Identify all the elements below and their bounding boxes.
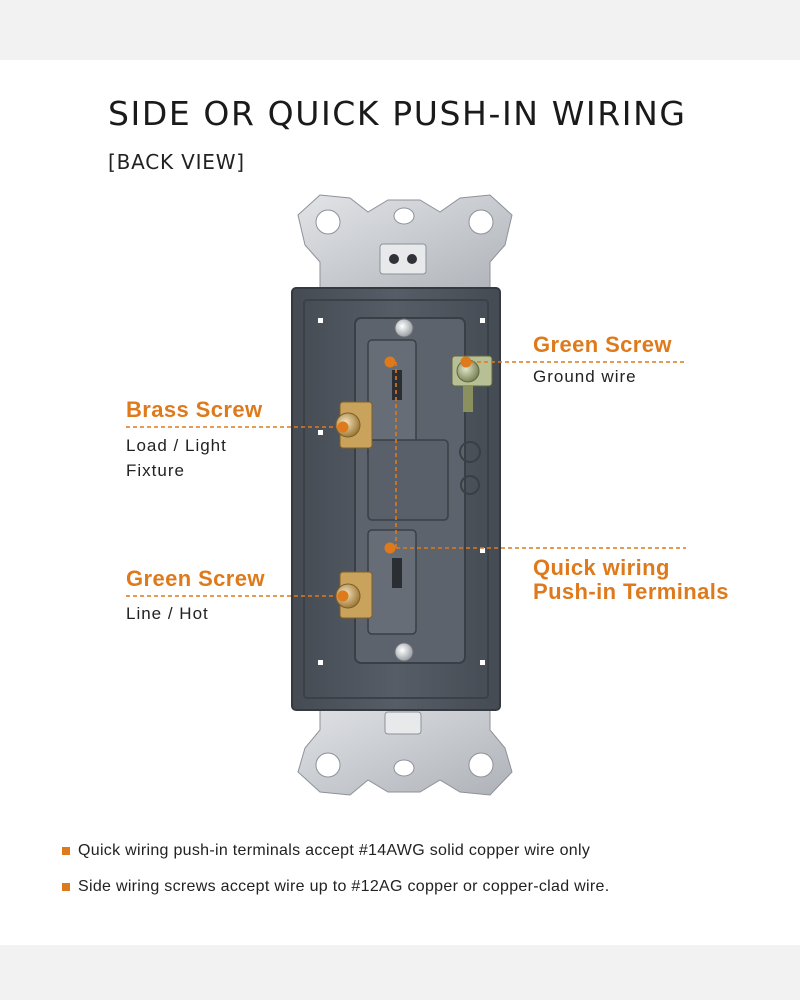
bullet-square-icon [62, 847, 70, 855]
notes-list: Quick wiring push-in terminals accept #1… [62, 840, 762, 912]
brass-screw-title: Brass Screw [126, 397, 263, 422]
pushin-title-line1: Quick wiring [533, 555, 670, 580]
brass-screw-dot [337, 421, 349, 433]
leader-lines [126, 361, 686, 597]
note-item: Side wiring screws accept wire up to #12… [62, 876, 762, 912]
note-text: Side wiring screws accept wire up to #12… [78, 878, 610, 895]
pushin-top-dot [384, 356, 396, 368]
line-screw-desc: Line / Hot [126, 604, 209, 623]
callout-dots [337, 356, 472, 602]
top-band [0, 0, 800, 60]
bottom-band [0, 945, 800, 1000]
note-text: Quick wiring push-in terminals accept #1… [78, 842, 591, 859]
page-title: SIDE OR QUICK PUSH-IN WIRING [108, 94, 687, 133]
ground-screw-title: Green Screw [533, 332, 672, 357]
brass-screw-desc-line2: Fixture [126, 461, 185, 480]
ground-screw-dot [460, 356, 472, 368]
ground-screw-desc: Ground wire [533, 367, 637, 386]
line-screw-icon [335, 571, 373, 619]
pushin-title-line2: Push-in Terminals [533, 579, 729, 604]
line-screw-dot [337, 590, 349, 602]
pushin-bottom-dot [384, 542, 396, 554]
view-label: [BACK VIEW] [108, 150, 245, 174]
top-mounting-strap [297, 194, 513, 293]
bullet-square-icon [62, 883, 70, 891]
bottom-mounting-strap [297, 699, 513, 796]
note-item: Quick wiring push-in terminals accept #1… [62, 840, 762, 876]
line-screw-title: Green Screw [126, 566, 265, 591]
brass-screw-desc-line1: Load / Light [126, 436, 227, 455]
